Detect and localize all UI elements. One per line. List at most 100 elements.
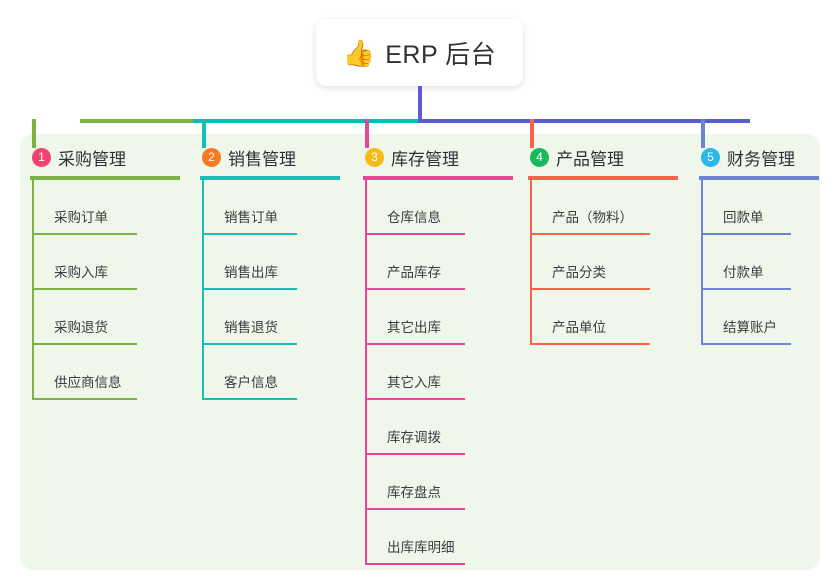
list-item-label: 付款单 — [723, 265, 764, 280]
list-item-rule — [701, 343, 791, 345]
list-item-rule — [365, 453, 465, 455]
list-item-rule — [530, 233, 650, 235]
list-item-rule — [32, 233, 137, 235]
column-underline-2 — [200, 176, 340, 180]
list-item-rule — [365, 398, 465, 400]
column-spine-1 — [32, 180, 34, 400]
column-spine-4 — [530, 180, 532, 345]
list-item-rule — [365, 508, 465, 510]
column-drop-connector-4 — [530, 119, 534, 148]
column-drop-connector-2 — [202, 119, 206, 148]
column-badge-2: 2 — [202, 147, 221, 167]
list-item-label: 产品分类 — [552, 265, 606, 280]
list-item[interactable]: 采购订单 — [32, 180, 180, 235]
list-item[interactable]: 销售出库 — [202, 235, 340, 290]
list-item[interactable]: 客户信息 — [202, 345, 340, 400]
list-item-label: 其它出库 — [387, 320, 441, 335]
list-item[interactable]: 其它入库 — [365, 345, 513, 400]
column-spine-5 — [701, 180, 703, 345]
column-header-2[interactable]: 2 销售管理 — [200, 144, 340, 170]
list-item-rule — [32, 288, 137, 290]
column-underline-1 — [30, 176, 180, 180]
list-item-label: 库存调拨 — [387, 430, 441, 445]
column-title-4: 产品管理 — [556, 149, 624, 169]
list-item[interactable]: 供应商信息 — [32, 345, 180, 400]
page-title: ERP 后台 — [385, 40, 497, 69]
list-item[interactable]: 采购入库 — [32, 235, 180, 290]
column-underline-3 — [363, 176, 513, 180]
root-title-card: 👍 ERP 后台 — [316, 19, 523, 86]
column-body-3: 仓库信息产品库存其它出库其它入库库存调拨库存盘点出库库明细 — [365, 180, 513, 565]
list-item[interactable]: 产品库存 — [365, 235, 513, 290]
list-item[interactable]: 出库库明细 — [365, 510, 513, 565]
list-item[interactable]: 仓库信息 — [365, 180, 513, 235]
list-item-label: 产品单位 — [552, 320, 606, 335]
root-stem-connector — [418, 86, 422, 122]
list-item[interactable]: 销售订单 — [202, 180, 340, 235]
column-header-1[interactable]: 1 采购管理 — [30, 144, 180, 170]
list-item-label: 销售退货 — [224, 320, 278, 335]
column-drop-connector-3 — [365, 119, 369, 148]
list-item-rule — [530, 343, 650, 345]
list-item-rule — [202, 398, 297, 400]
list-item[interactable]: 采购退货 — [32, 290, 180, 345]
column-body-5: 回款单付款单结算账户 — [701, 180, 819, 345]
bus-segment-purple — [418, 119, 750, 123]
list-item-label: 回款单 — [723, 210, 764, 225]
column-2: 2 销售管理销售订单销售出库销售退货客户信息 — [200, 144, 340, 400]
column-title-1: 采购管理 — [58, 149, 126, 169]
column-1: 1 采购管理采购订单采购入库采购退货供应商信息 — [30, 144, 180, 400]
list-item-rule — [365, 343, 465, 345]
list-item[interactable]: 产品单位 — [530, 290, 678, 345]
list-item[interactable]: 库存盘点 — [365, 455, 513, 510]
list-item[interactable]: 回款单 — [701, 180, 819, 235]
list-item-rule — [365, 563, 465, 565]
list-item-rule — [530, 288, 650, 290]
list-item[interactable]: 销售退货 — [202, 290, 340, 345]
column-badge-1: 1 — [32, 147, 51, 167]
list-item-rule — [32, 398, 137, 400]
list-item-label: 采购入库 — [54, 265, 108, 280]
list-item[interactable]: 库存调拨 — [365, 400, 513, 455]
column-underline-4 — [528, 176, 678, 180]
thumbs-up-icon: 👍 — [342, 37, 376, 68]
list-item[interactable]: 结算账户 — [701, 290, 819, 345]
column-drop-connector-5 — [701, 119, 705, 148]
list-item-rule — [202, 288, 297, 290]
list-item-label: 库存盘点 — [387, 485, 441, 500]
list-item-rule — [365, 288, 465, 290]
list-item[interactable]: 付款单 — [701, 235, 819, 290]
column-body-4: 产品（物料） 产品分类产品单位 — [530, 180, 678, 345]
list-item-label: 采购退货 — [54, 320, 108, 335]
bus-segment-green — [80, 119, 193, 123]
list-item[interactable]: 产品（物料） — [530, 180, 678, 235]
list-item-label: 供应商信息 — [54, 375, 122, 390]
list-item-rule — [32, 343, 137, 345]
list-item-label: 采购订单 — [54, 210, 108, 225]
list-item-label: 销售出库 — [224, 265, 278, 280]
list-item-label: 其它入库 — [387, 375, 441, 390]
list-item-label: 销售订单 — [224, 210, 278, 225]
column-spine-2 — [202, 180, 204, 400]
list-item-label: 结算账户 — [723, 320, 777, 335]
column-drop-connector-1 — [32, 119, 36, 148]
list-item-label: 产品库存 — [387, 265, 441, 280]
list-item-rule — [365, 233, 465, 235]
list-item-label: 仓库信息 — [387, 210, 441, 225]
list-item[interactable]: 其它出库 — [365, 290, 513, 345]
list-item-label: 产品（物料） — [552, 210, 633, 225]
column-badge-5: 5 — [701, 147, 720, 167]
list-item-label: 客户信息 — [224, 375, 278, 390]
column-title-3: 库存管理 — [391, 149, 459, 169]
list-item-rule — [701, 233, 791, 235]
bus-segment-teal — [193, 119, 418, 123]
column-underline-5 — [699, 176, 819, 180]
column-title-2: 销售管理 — [228, 149, 296, 169]
list-item[interactable]: 产品分类 — [530, 235, 678, 290]
list-item-label: 出库库明细 — [387, 540, 455, 555]
